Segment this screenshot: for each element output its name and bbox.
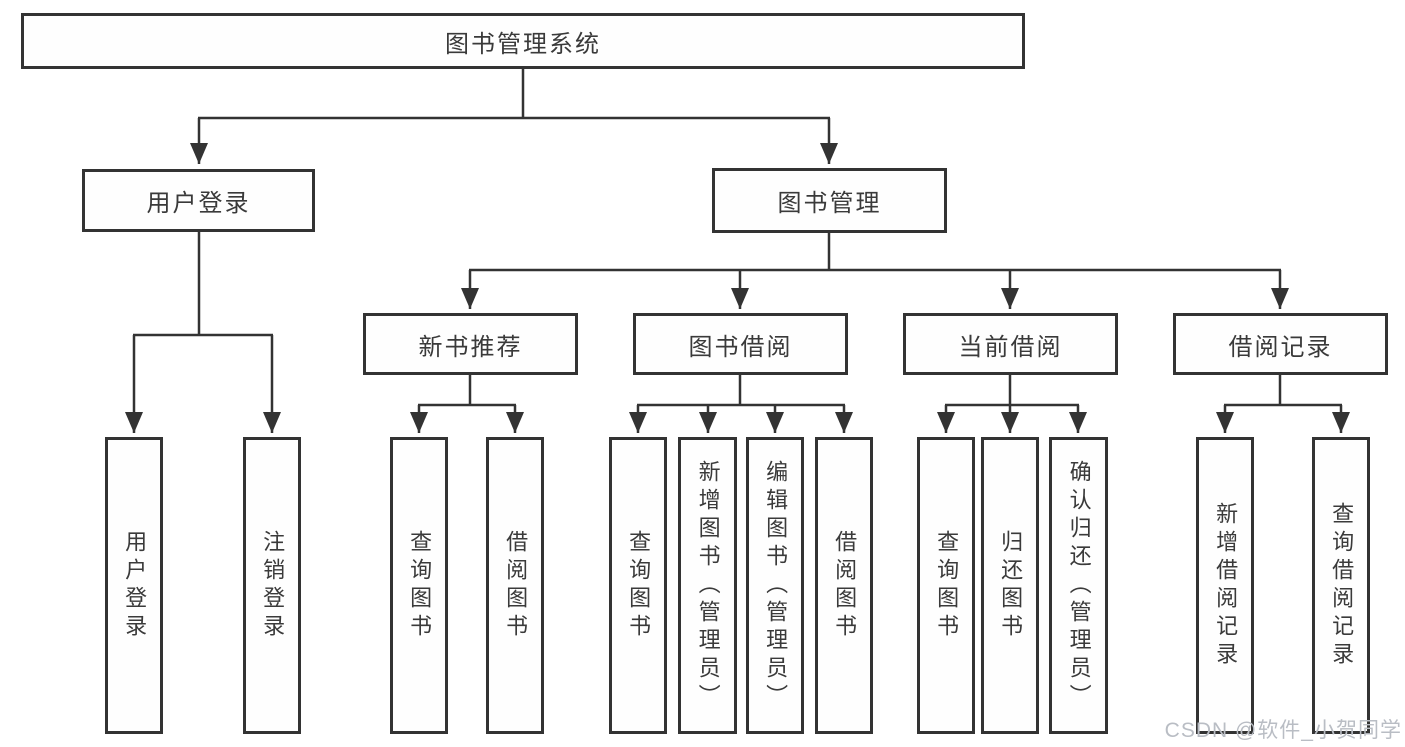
leaf-add-borrow-record: 新增借阅记录 [1196, 437, 1254, 734]
node-new-book-recommend: 新书推荐 [363, 313, 578, 375]
leaf-borrow-books-recommend: 借阅图书 [486, 437, 544, 734]
leaf-edit-books-admin: 编辑图书（管理员） [746, 437, 804, 734]
node-user-login: 用户登录 [82, 169, 315, 232]
leaf-query-books-borrow: 查询图书 [609, 437, 667, 734]
leaf-query-books-current: 查询图书 [917, 437, 975, 734]
leaf-query-borrow-record: 查询借阅记录 [1312, 437, 1370, 734]
leaf-logout: 注销登录 [243, 437, 301, 734]
node-book-management: 图书管理 [712, 168, 947, 233]
leaf-query-books-recommend: 查询图书 [390, 437, 448, 734]
node-root-library-management-system: 图书管理系统 [21, 13, 1025, 69]
leaf-add-books-admin: 新增图书（管理员） [678, 437, 737, 734]
leaf-user-login: 用户登录 [105, 437, 163, 734]
node-current-borrow: 当前借阅 [903, 313, 1118, 375]
leaf-return-books: 归还图书 [981, 437, 1039, 734]
leaf-confirm-return-admin: 确认归还（管理员） [1049, 437, 1108, 734]
node-book-borrow: 图书借阅 [633, 313, 848, 375]
leaf-borrow-books: 借阅图书 [815, 437, 873, 734]
node-borrow-records: 借阅记录 [1173, 313, 1388, 375]
csdn-watermark: CSDN @软件_小贺同学 [1164, 719, 1402, 742]
